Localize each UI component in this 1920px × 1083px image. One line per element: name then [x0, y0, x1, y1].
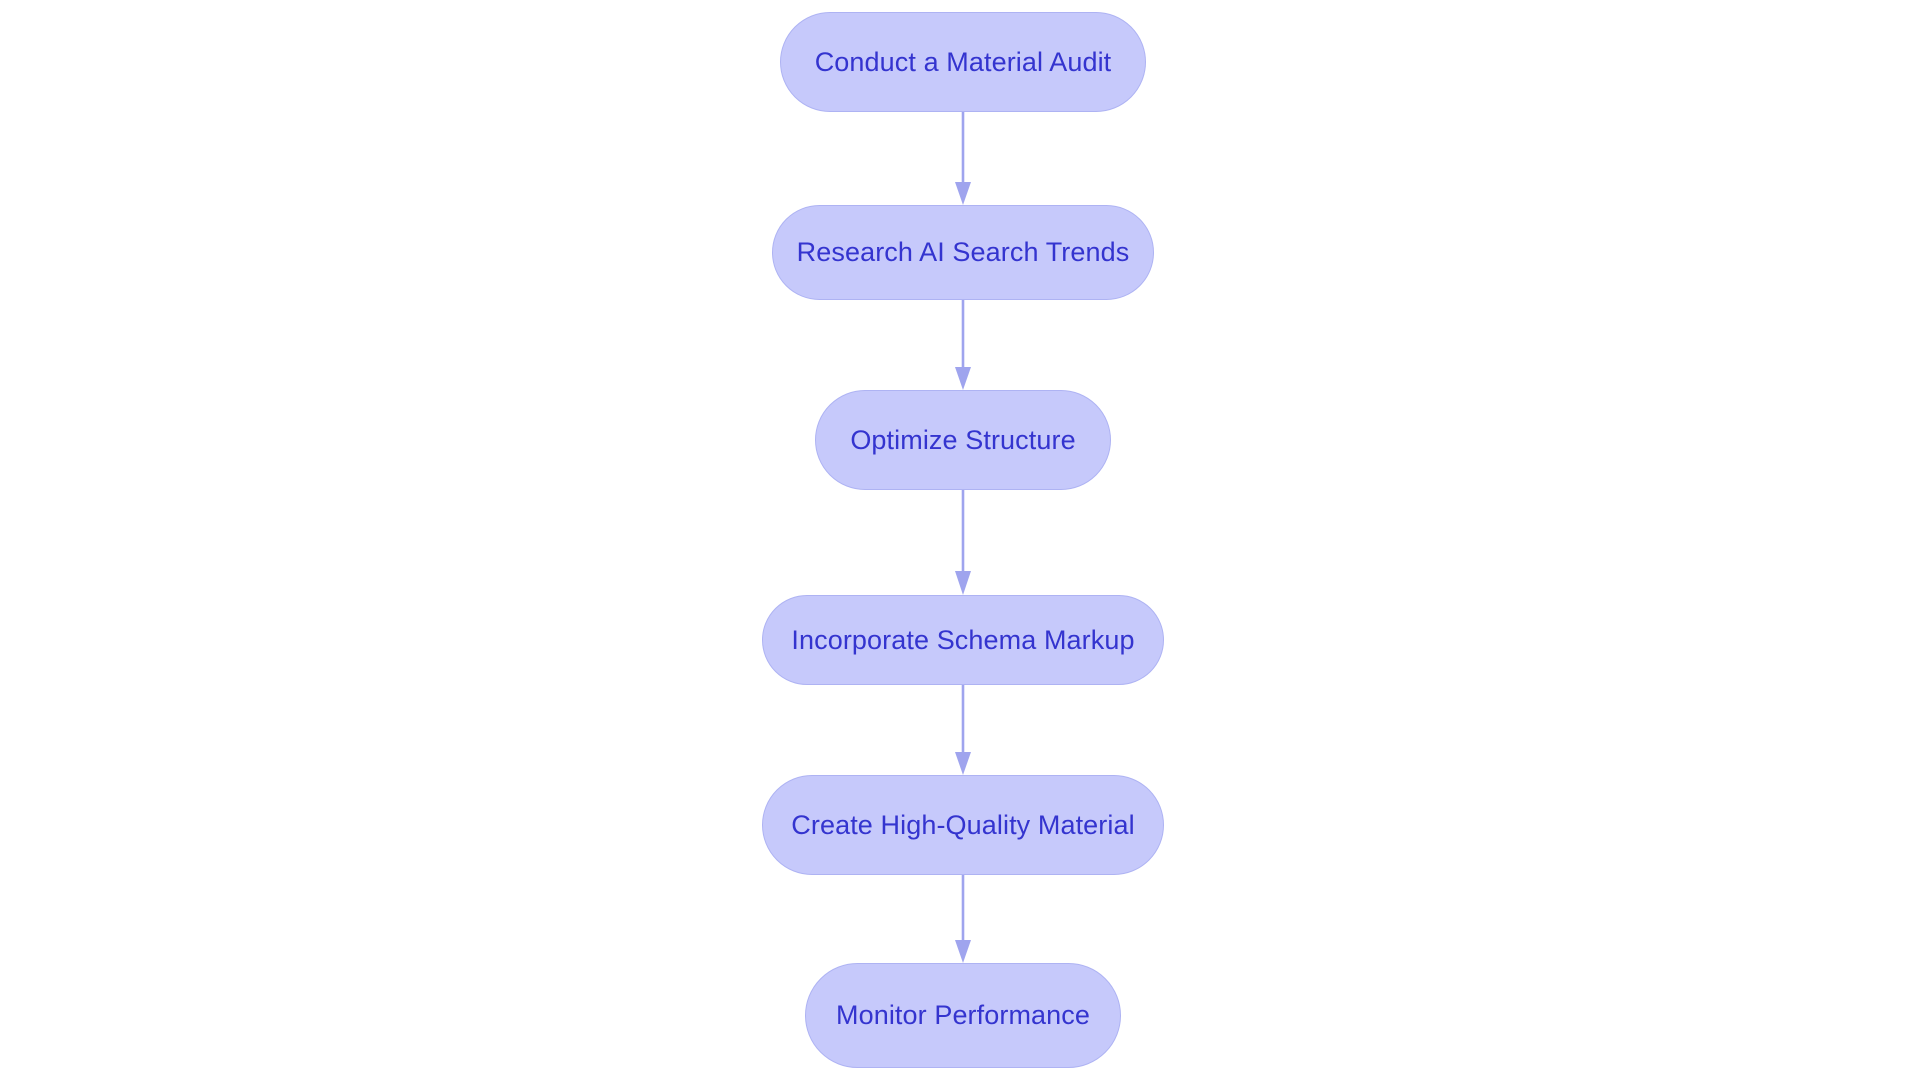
arrow-down-icon [955, 490, 971, 595]
flow-connector-arrow-5 [950, 875, 976, 963]
flow-node-optimize-structure[interactable]: Optimize Structure [815, 390, 1111, 490]
arrow-down-icon [955, 300, 971, 390]
flow-node-create-high-quality-material[interactable]: Create High-Quality Material [762, 775, 1164, 875]
flow-node-incorporate-schema-markup[interactable]: Incorporate Schema Markup [762, 595, 1164, 685]
flow-connector-arrow-3 [950, 490, 976, 595]
arrow-down-icon [955, 112, 971, 205]
flow-connector-arrow-1 [950, 112, 976, 205]
flow-node-label: Optimize Structure [850, 424, 1076, 455]
flow-node-conduct-a-material-audit[interactable]: Conduct a Material Audit [780, 12, 1146, 112]
flow-node-label: Incorporate Schema Markup [791, 624, 1135, 655]
flow-node-monitor-performance[interactable]: Monitor Performance [805, 963, 1121, 1068]
arrow-down-icon [955, 875, 971, 963]
flow-node-label: Research AI Search Trends [796, 237, 1130, 267]
flow-node-research-ai-search-trends[interactable]: Research AI Search Trends [772, 205, 1154, 300]
flow-node-label: Create High-Quality Material [791, 809, 1135, 840]
flow-connector-arrow-2 [950, 300, 976, 390]
flow-node-label: Monitor Performance [836, 1000, 1090, 1030]
arrow-down-icon [955, 685, 971, 775]
flow-connector-arrow-4 [950, 685, 976, 775]
flow-node-label: Conduct a Material Audit [814, 46, 1112, 77]
